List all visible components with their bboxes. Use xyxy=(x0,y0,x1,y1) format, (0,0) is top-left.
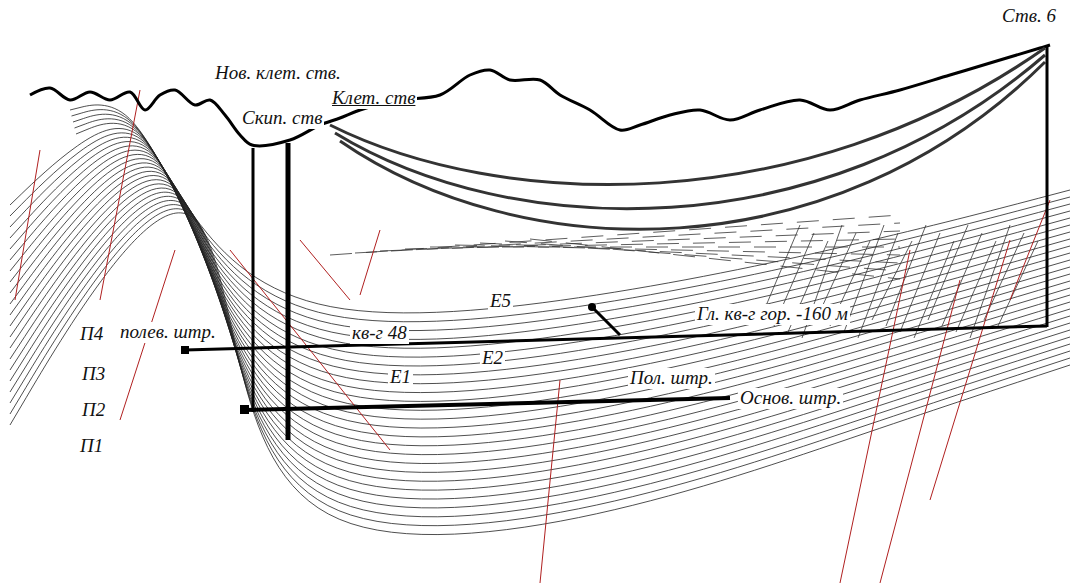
section-label: Е5 xyxy=(488,291,513,312)
section-label: полев. штр. xyxy=(118,322,218,343)
section-label: Основ. штр. xyxy=(738,388,843,409)
stratum-line xyxy=(10,180,1070,464)
steep-bedding xyxy=(914,241,954,338)
steep-bedding xyxy=(984,233,1024,320)
stratum-line xyxy=(10,196,1070,499)
section-label: Нов. клет. ств. xyxy=(213,63,343,84)
section-label: Пол. штр. xyxy=(628,368,715,389)
stratum-line xyxy=(10,209,1070,526)
stratum-line xyxy=(10,192,1070,490)
section-label: П4 xyxy=(78,324,105,345)
section-label: Клет. ств xyxy=(330,88,417,109)
steep-bedding xyxy=(928,225,968,320)
section-label: П1 xyxy=(78,436,105,457)
dashed-bedding xyxy=(430,247,900,248)
stratum-line xyxy=(10,213,1070,535)
fault-line xyxy=(100,90,140,300)
fault-line xyxy=(840,250,910,583)
section-label: Е1 xyxy=(388,367,413,388)
fault-line xyxy=(1010,200,1050,300)
section-label: Скип. ств xyxy=(240,108,324,129)
dashed-bedding xyxy=(530,239,900,279)
stratum-line xyxy=(10,137,1070,375)
fault-line xyxy=(540,380,560,583)
steep-bedding xyxy=(900,233,940,332)
section-label: Гл. кв-г гор. -160 м xyxy=(695,304,850,325)
coal-seam xyxy=(330,48,1045,185)
dashed-bedding xyxy=(405,239,900,249)
steep-bedding xyxy=(886,225,926,326)
steep-bedding xyxy=(858,233,898,338)
steep-bedding xyxy=(970,225,1010,338)
section-label: Ств. 6 xyxy=(1000,6,1058,27)
skip-shaft xyxy=(286,143,291,440)
main-drift xyxy=(245,398,730,410)
dashed-bedding xyxy=(480,243,900,263)
fault-line xyxy=(360,230,380,295)
branch-end xyxy=(588,303,596,311)
branch-drift xyxy=(592,307,620,335)
drift-end xyxy=(181,346,189,354)
coal-seam xyxy=(340,62,1045,229)
steep-bedding xyxy=(956,241,996,332)
drift-end xyxy=(240,405,249,414)
stratum-line xyxy=(10,167,1070,437)
stratum-line xyxy=(10,188,1070,481)
ground-surface xyxy=(30,45,1050,146)
new-cage-shaft xyxy=(252,148,255,412)
fault-line xyxy=(880,280,960,583)
steep-bedding xyxy=(844,225,884,332)
steep-bedding xyxy=(998,241,1038,326)
stratum-line xyxy=(10,133,1070,366)
stratum-line xyxy=(10,171,1070,445)
stratum-line xyxy=(10,184,1070,473)
shaft-6 xyxy=(1046,45,1049,327)
section-label: Е2 xyxy=(480,348,505,369)
fault-line xyxy=(930,240,1010,500)
stratum-line xyxy=(10,200,1070,507)
steep-bedding xyxy=(942,233,982,326)
stratum-line xyxy=(10,205,1070,517)
steep-bedding xyxy=(872,241,912,320)
section-label: П3 xyxy=(80,364,107,385)
fault-line xyxy=(300,240,350,300)
stratum-line xyxy=(10,150,1070,401)
section-label: кв-г 48 xyxy=(350,323,409,344)
section-label: П2 xyxy=(80,400,107,421)
dashed-bedding xyxy=(380,231,900,251)
stratum-line xyxy=(10,175,1070,454)
fault-line xyxy=(15,150,40,300)
coal-seam xyxy=(335,55,1045,209)
dashed-bedding xyxy=(355,223,900,253)
